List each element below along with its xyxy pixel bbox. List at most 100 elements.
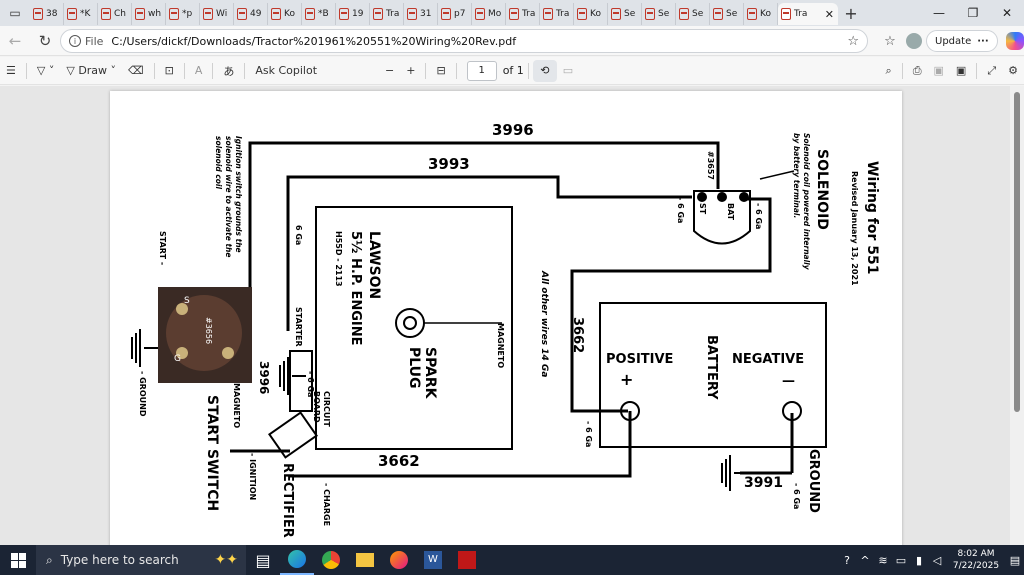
- more-icon[interactable]: ···: [977, 35, 989, 47]
- new-tab-button[interactable]: +: [844, 3, 858, 23]
- translate-icon[interactable]: あ: [223, 64, 235, 78]
- read-aloud-icon[interactable]: A: [194, 64, 203, 77]
- print-icon[interactable]: ⎙: [912, 63, 922, 77]
- magneto-label: MAGNETO: [496, 323, 505, 368]
- spark-plug-icon: [395, 308, 425, 338]
- refresh-icon[interactable]: ↻: [38, 31, 52, 50]
- tab-7[interactable]: Ko: [268, 3, 302, 25]
- pdf-icon: [713, 8, 723, 20]
- scrollbar-thumb[interactable]: [1014, 92, 1020, 412]
- volume-icon[interactable]: ◁: [932, 553, 942, 567]
- tab-12[interactable]: p7: [438, 3, 472, 25]
- starter-box: [289, 350, 313, 412]
- favorite-star-icon[interactable]: ☆: [847, 34, 859, 49]
- close-window-icon[interactable]: ✕: [1001, 6, 1013, 20]
- update-button[interactable]: Update···: [926, 30, 998, 52]
- tab-9[interactable]: 19: [336, 3, 370, 25]
- back-icon[interactable]: ←: [8, 31, 22, 50]
- tab-10[interactable]: Tra: [370, 3, 404, 25]
- tab-19[interactable]: Se: [676, 3, 710, 25]
- word-icon[interactable]: W: [416, 545, 450, 575]
- tab-21[interactable]: Ko: [744, 3, 778, 25]
- solenoid-arrow: [759, 170, 795, 180]
- tab-18[interactable]: Se: [642, 3, 676, 25]
- plug-label: PLUG: [406, 347, 422, 389]
- separator: [425, 62, 427, 79]
- tab-label: wh: [148, 9, 162, 19]
- close-tab-icon[interactable]: ✕: [824, 7, 834, 21]
- chevron-up-icon[interactable]: ^: [860, 553, 870, 567]
- tab-14[interactable]: Tra: [506, 3, 540, 25]
- settings-gear-icon[interactable]: ⚙: [1008, 64, 1018, 77]
- tab-15[interactable]: Tra: [540, 3, 574, 25]
- fullscreen-icon[interactable]: ⤢: [987, 63, 997, 77]
- revised-date: Revised January 13, 2021: [850, 171, 859, 286]
- restore-icon[interactable]: ❐: [967, 6, 979, 20]
- vertical-scrollbar[interactable]: [1010, 86, 1024, 545]
- search-icon: ⌕: [46, 552, 53, 567]
- notification-icon[interactable]: ▤: [1009, 553, 1021, 567]
- search-icon[interactable]: ⌕: [885, 63, 892, 77]
- pdf-icon: [237, 8, 247, 20]
- active-tab[interactable]: Tra✕: [778, 3, 838, 25]
- tab-20[interactable]: Se: [710, 3, 744, 25]
- save-as-icon[interactable]: ▣: [955, 64, 967, 77]
- taskbar-search-input[interactable]: ⌕ Type here to search ✦✦: [36, 545, 246, 575]
- tab-16[interactable]: Ko: [574, 3, 608, 25]
- contents-icon[interactable]: ☰: [6, 64, 16, 77]
- wiring-diagram: 3996 3993 3662 3991 Wiring for 551 Revis…: [131, 121, 880, 538]
- firefox-icon[interactable]: [382, 545, 416, 575]
- tab-1[interactable]: *K: [64, 3, 98, 25]
- profile-avatar[interactable]: [906, 33, 922, 49]
- add-text-icon[interactable]: ⊡: [164, 64, 174, 77]
- chrome-icon[interactable]: [314, 545, 348, 575]
- tab-5[interactable]: Wi: [200, 3, 234, 25]
- clock[interactable]: 8:02 AM 7/22/2025: [946, 548, 1006, 572]
- erase-icon[interactable]: ⌫: [128, 64, 144, 77]
- s-terminal: S: [184, 296, 190, 306]
- tab-17[interactable]: Se: [608, 3, 642, 25]
- tab-13[interactable]: Mo: [472, 3, 506, 25]
- ask-copilot-button[interactable]: Ask Copilot: [255, 64, 318, 77]
- windows-start-icon[interactable]: [0, 552, 36, 568]
- wire-3991-label: 3991: [744, 475, 783, 491]
- network-icon[interactable]: ≋: [878, 553, 888, 567]
- gauge-6-solenoid-right: - 6 Ga: [754, 203, 763, 229]
- tab-4[interactable]: *p: [166, 3, 200, 25]
- battery-icon[interactable]: ▮: [915, 553, 923, 567]
- tab-2[interactable]: Ch: [98, 3, 132, 25]
- tab-0[interactable]: 38: [30, 3, 64, 25]
- page-number-input[interactable]: 1: [466, 60, 497, 81]
- tab-label: 49: [250, 9, 262, 19]
- save-icon[interactable]: ▣: [933, 64, 944, 77]
- display-icon[interactable]: ▭: [895, 553, 907, 567]
- tab-6[interactable]: 49: [234, 3, 268, 25]
- pdf-viewer[interactable]: 3996 3993 3662 3991 Wiring for 551 Revis…: [0, 86, 1010, 545]
- tab-label: Tra: [386, 9, 400, 19]
- address-input[interactable]: i File C:/Users/dickf/Downloads/Tractor%…: [60, 29, 868, 53]
- ignition-note-1: Ignition switch grounds the: [234, 136, 243, 253]
- copilot-icon[interactable]: [1005, 32, 1024, 50]
- wire-3662: [570, 197, 772, 413]
- info-icon[interactable]: i: [69, 35, 81, 47]
- separator: [153, 62, 155, 79]
- draw-button[interactable]: ▽ Draw ˅: [66, 64, 117, 77]
- zoom-in-icon[interactable]: +: [406, 64, 416, 77]
- tab-3[interactable]: wh: [132, 3, 166, 25]
- edge-icon[interactable]: [280, 545, 314, 575]
- mcafee-icon[interactable]: [450, 545, 484, 575]
- page-view-icon[interactable]: ▭: [562, 64, 574, 77]
- rotate-icon[interactable]: ⟲: [532, 59, 557, 82]
- tab-8[interactable]: *B: [302, 3, 336, 25]
- fit-page-icon[interactable]: ⊟: [436, 64, 446, 77]
- tab-actions-icon[interactable]: ▭: [9, 6, 21, 20]
- minimize-icon[interactable]: —: [933, 6, 945, 20]
- favorites-icon[interactable]: ☆: [884, 33, 896, 49]
- tab-11[interactable]: 31: [404, 3, 438, 25]
- zoom-out-icon[interactable]: −: [385, 64, 395, 77]
- highlight-icon[interactable]: ▽ ˅: [36, 64, 55, 77]
- help-icon[interactable]: ?: [844, 553, 850, 567]
- file-explorer-icon[interactable]: [348, 545, 382, 575]
- task-view-icon[interactable]: ▤: [255, 550, 271, 570]
- separator: [244, 62, 246, 79]
